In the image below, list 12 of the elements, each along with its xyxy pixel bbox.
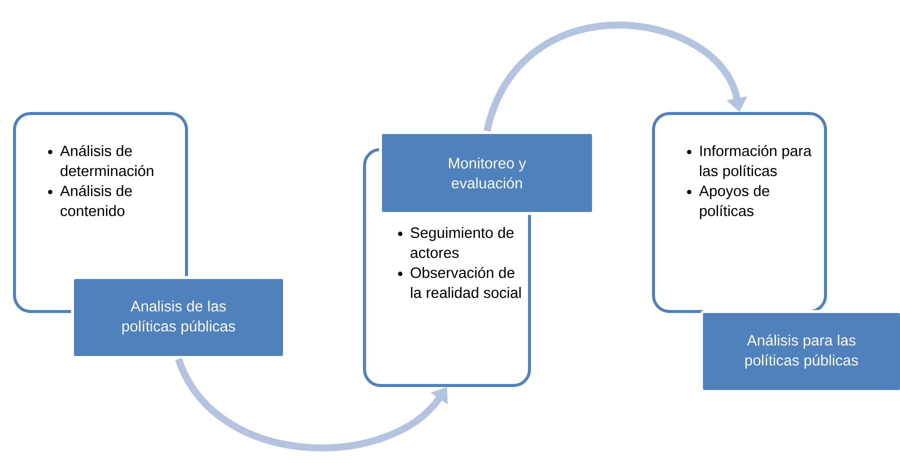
curved-arrow (175, 358, 448, 452)
bullet-text: Apoyos de políticas (699, 185, 770, 220)
label-box: Monitoreo y evaluación (379, 131, 595, 215)
bullet-text: Seguimiento de actores (410, 227, 514, 258)
bullet-text: Análisis de determinación (60, 145, 154, 176)
bullet-text: Información para las políticas (700, 145, 812, 180)
bullet-text: Observación de la realidad social (410, 266, 521, 298)
curved-arrow (484, 22, 748, 132)
bullet-text: Análisis de contenido (60, 185, 132, 216)
label-box: Análisis para las políticas públicas (700, 310, 900, 393)
rounded-box (652, 112, 827, 313)
label-box: Analisis de las políticas públicas (71, 276, 286, 359)
